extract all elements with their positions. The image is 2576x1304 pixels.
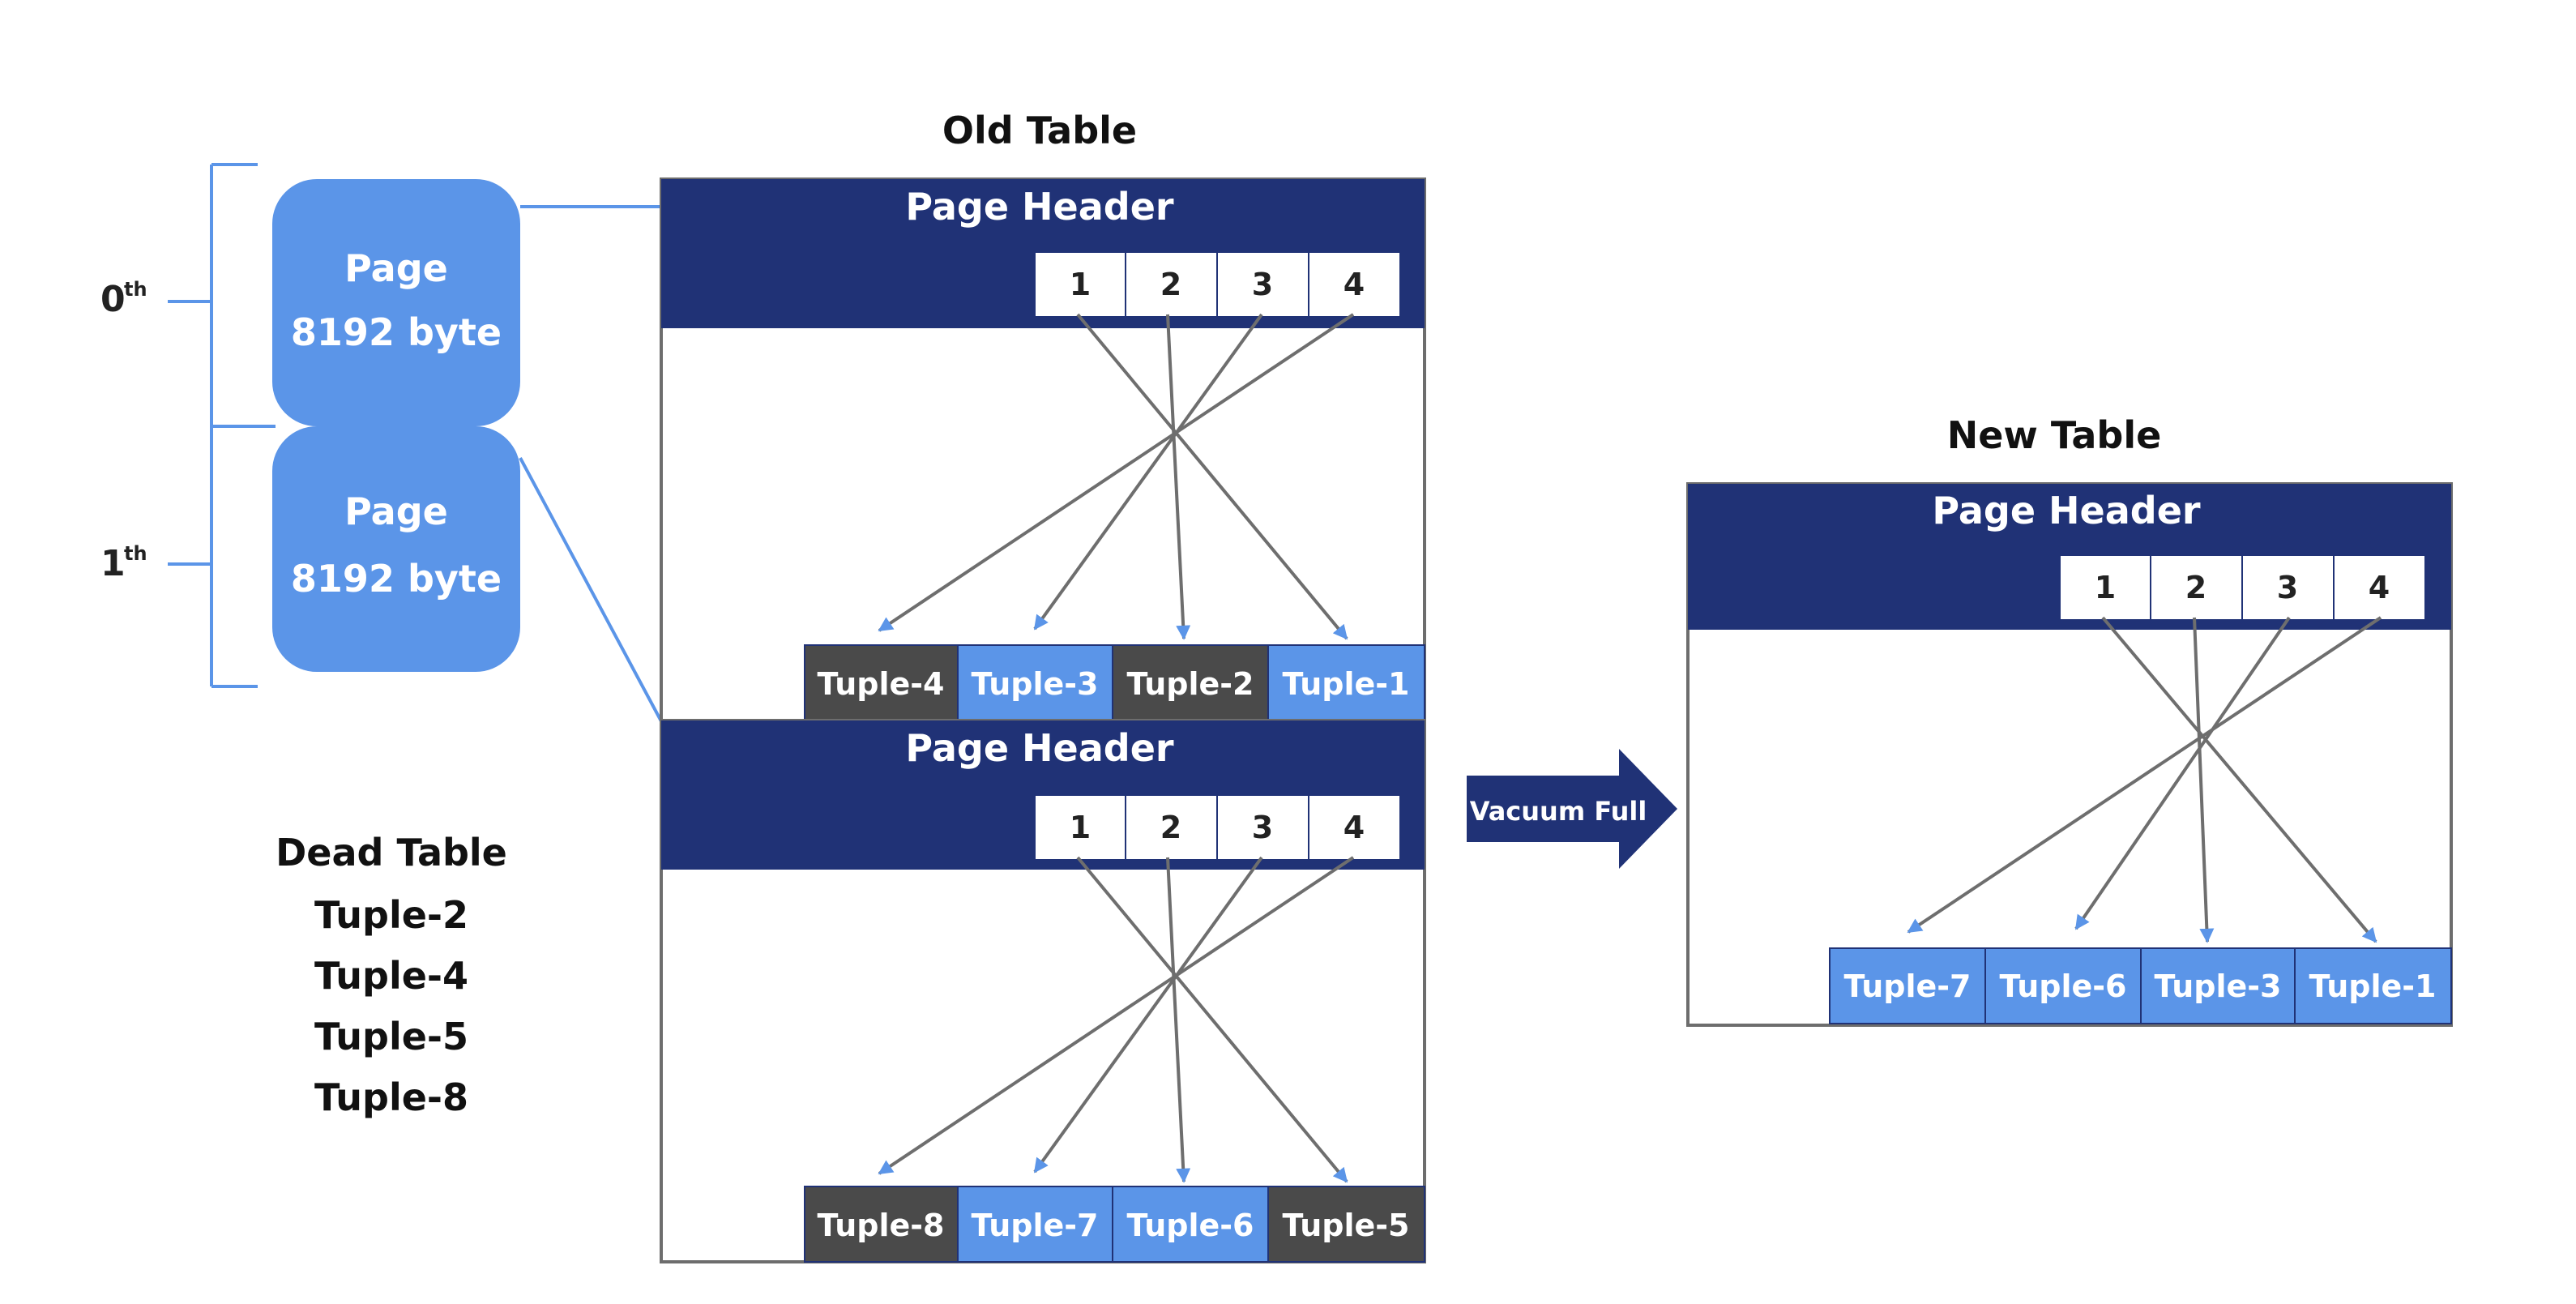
tuple-label: Tuple-3 bbox=[2154, 968, 2281, 1004]
new-page: Page Header 1 2 3 4 Tuple-7 Tuple-6 Tupl… bbox=[1686, 482, 2453, 1027]
svg-text:0: 0 bbox=[100, 279, 126, 320]
tuple-row: Tuple-4 Tuple-3 Tuple-2 Tuple-1 bbox=[804, 644, 1425, 721]
svg-text:1: 1 bbox=[1070, 810, 1091, 845]
page-brace bbox=[168, 163, 276, 688]
svg-text:Page Header: Page Header bbox=[905, 185, 1174, 229]
svg-text:3: 3 bbox=[1252, 267, 1273, 302]
old-page-1: Page Header 1 2 3 4 Tuple-8 Tuple-7 Tupl… bbox=[660, 719, 1426, 1263]
svg-text:Page Header: Page Header bbox=[1932, 489, 2201, 532]
tuple-label: Tuple-6 bbox=[1999, 968, 2126, 1004]
page-ordinal-0: 0 th bbox=[100, 278, 147, 320]
svg-text:8192 byte: 8192 byte bbox=[291, 557, 502, 601]
svg-text:4: 4 bbox=[1344, 810, 1365, 845]
tuple-label: Tuple-2 bbox=[1126, 666, 1254, 702]
dead-tuple: Tuple-2 bbox=[314, 893, 468, 937]
svg-text:2: 2 bbox=[2185, 570, 2206, 605]
svg-text:2: 2 bbox=[1160, 810, 1181, 845]
tuple-label: Tuple-6 bbox=[1126, 1208, 1254, 1243]
svg-text:1: 1 bbox=[2095, 570, 2116, 605]
vacuum-full-arrow: Vacuum Full bbox=[1467, 749, 1677, 869]
page-connectors bbox=[519, 205, 663, 722]
svg-text:Vacuum Full: Vacuum Full bbox=[1470, 796, 1647, 827]
svg-text:Page: Page bbox=[344, 246, 448, 290]
page-box-1: Page 8192 byte bbox=[272, 426, 520, 672]
tuple-label: Tuple-4 bbox=[817, 666, 944, 702]
page-box-0: Page 8192 byte bbox=[272, 179, 520, 426]
dead-table-title: Dead Table bbox=[276, 831, 507, 874]
dead-table-list: Dead Table Tuple-2 Tuple-4 Tuple-5 Tuple… bbox=[276, 831, 507, 1119]
dead-tuple: Tuple-8 bbox=[314, 1075, 468, 1119]
svg-text:Page: Page bbox=[344, 490, 448, 533]
svg-text:4: 4 bbox=[2369, 570, 2390, 605]
tuple-label: Tuple-7 bbox=[1843, 968, 1971, 1004]
dead-tuple: Tuple-5 bbox=[314, 1015, 468, 1058]
line-pointer-arrows bbox=[878, 856, 1355, 1183]
line-pointer-arrows bbox=[1907, 616, 2382, 943]
svg-text:3: 3 bbox=[1252, 810, 1273, 845]
svg-text:th: th bbox=[124, 278, 147, 301]
dead-tuple: Tuple-4 bbox=[314, 954, 468, 998]
svg-text:4: 4 bbox=[1344, 267, 1365, 302]
svg-text:2: 2 bbox=[1160, 267, 1181, 302]
old-page-0: Page Header 1 2 3 4 Tuple-4 Tuple-3 Tupl… bbox=[660, 177, 1426, 722]
tuple-row: Tuple-7 Tuple-6 Tuple-3 Tuple-1 bbox=[1829, 947, 2452, 1024]
tuple-label: Tuple-1 bbox=[2309, 968, 2436, 1004]
svg-text:1: 1 bbox=[1070, 267, 1091, 302]
svg-text:1: 1 bbox=[100, 543, 126, 584]
tuple-label: Tuple-7 bbox=[971, 1208, 1098, 1243]
svg-text:3: 3 bbox=[2277, 570, 2298, 605]
page-ordinal-1: 1 th bbox=[100, 542, 147, 584]
tuple-label: Tuple-8 bbox=[817, 1208, 944, 1243]
tuple-label: Tuple-1 bbox=[1282, 666, 1409, 702]
svg-text:Page Header: Page Header bbox=[905, 726, 1174, 770]
old-table-title: Old Table bbox=[942, 109, 1137, 152]
tuple-row: Tuple-8 Tuple-7 Tuple-6 Tuple-5 bbox=[804, 1186, 1425, 1263]
tuple-label: Tuple-5 bbox=[1282, 1208, 1409, 1243]
line-pointer-row: 1 2 3 4 bbox=[1034, 794, 1401, 861]
svg-text:th: th bbox=[124, 542, 147, 565]
line-pointer-row: 1 2 3 4 bbox=[1034, 251, 1401, 318]
line-pointer-arrows bbox=[878, 313, 1355, 640]
tuple-label: Tuple-3 bbox=[971, 666, 1098, 702]
new-table-title: New Table bbox=[1947, 413, 2162, 457]
svg-text:8192 byte: 8192 byte bbox=[291, 310, 502, 354]
line-pointer-row: 1 2 3 4 bbox=[2059, 554, 2426, 621]
